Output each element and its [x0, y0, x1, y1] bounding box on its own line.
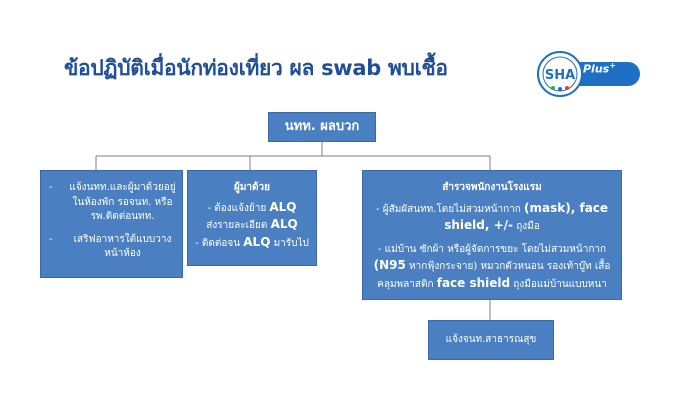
node-notify-public-health: แจ้งจนท.สาธารณสุข: [428, 320, 554, 360]
list-item: - ต้องแจ้งย้าย ALQ: [207, 199, 297, 214]
root-label: นทท. ผลบวก: [284, 118, 360, 134]
logo-plus-text: Plus+: [583, 61, 616, 76]
root-node-positive-tourist: นทท. ผลบวก: [268, 112, 376, 142]
node-tourist-room-instructions: แจ้งนทท.และผู้มาด้วยอยู่ในห้องพัก รอจนท.…: [40, 170, 183, 278]
list-item: - ผู้สัมผัสนทท.โดยไม่สวมหน้ากาก (mask), …: [375, 200, 609, 233]
instruction-list: แจ้งนทท.และผู้มาด้วยอยู่ในห้องพัก รอจนท.…: [47, 181, 176, 262]
node-hotel-staff-survey: สำรวจพนักงานโรงแรม - ผู้สัมผัสนทท.โดยไม่…: [362, 170, 622, 300]
list-item: แจ้งนทท.และผู้มาด้วยอยู่ในห้องพัก รอจนท.…: [47, 181, 176, 225]
list-item: - ติดต่อจน ALQ มารับไป: [195, 234, 309, 249]
list-item: เสริฟอาหารใต้แบบวางหน้าห้อง: [47, 233, 176, 262]
sha-plus-logo: SHA: [537, 51, 640, 97]
node-companions: ผู้มาด้วย - ต้องแจ้งย้าย ALQ ส่งรายละเอี…: [187, 170, 317, 266]
page-title: ข้อปฏิบัติเมื่อนักท่องเที่ยว ผล swab พบเ…: [64, 56, 448, 80]
list-item: - แม่บ้าน ซักผ้า หรือผู้จัดการขยะ โดยไม่…: [373, 243, 611, 290]
node-heading: ผู้มาด้วย: [233, 182, 271, 193]
node-label: แจ้งจนท.สาธารณสุข: [445, 333, 537, 345]
logo-text: SHA: [545, 68, 575, 83]
list-item: ส่งรายละเอียด ALQ: [206, 217, 298, 231]
node-heading: สำรวจพนักงานโรงแรม: [442, 182, 542, 193]
